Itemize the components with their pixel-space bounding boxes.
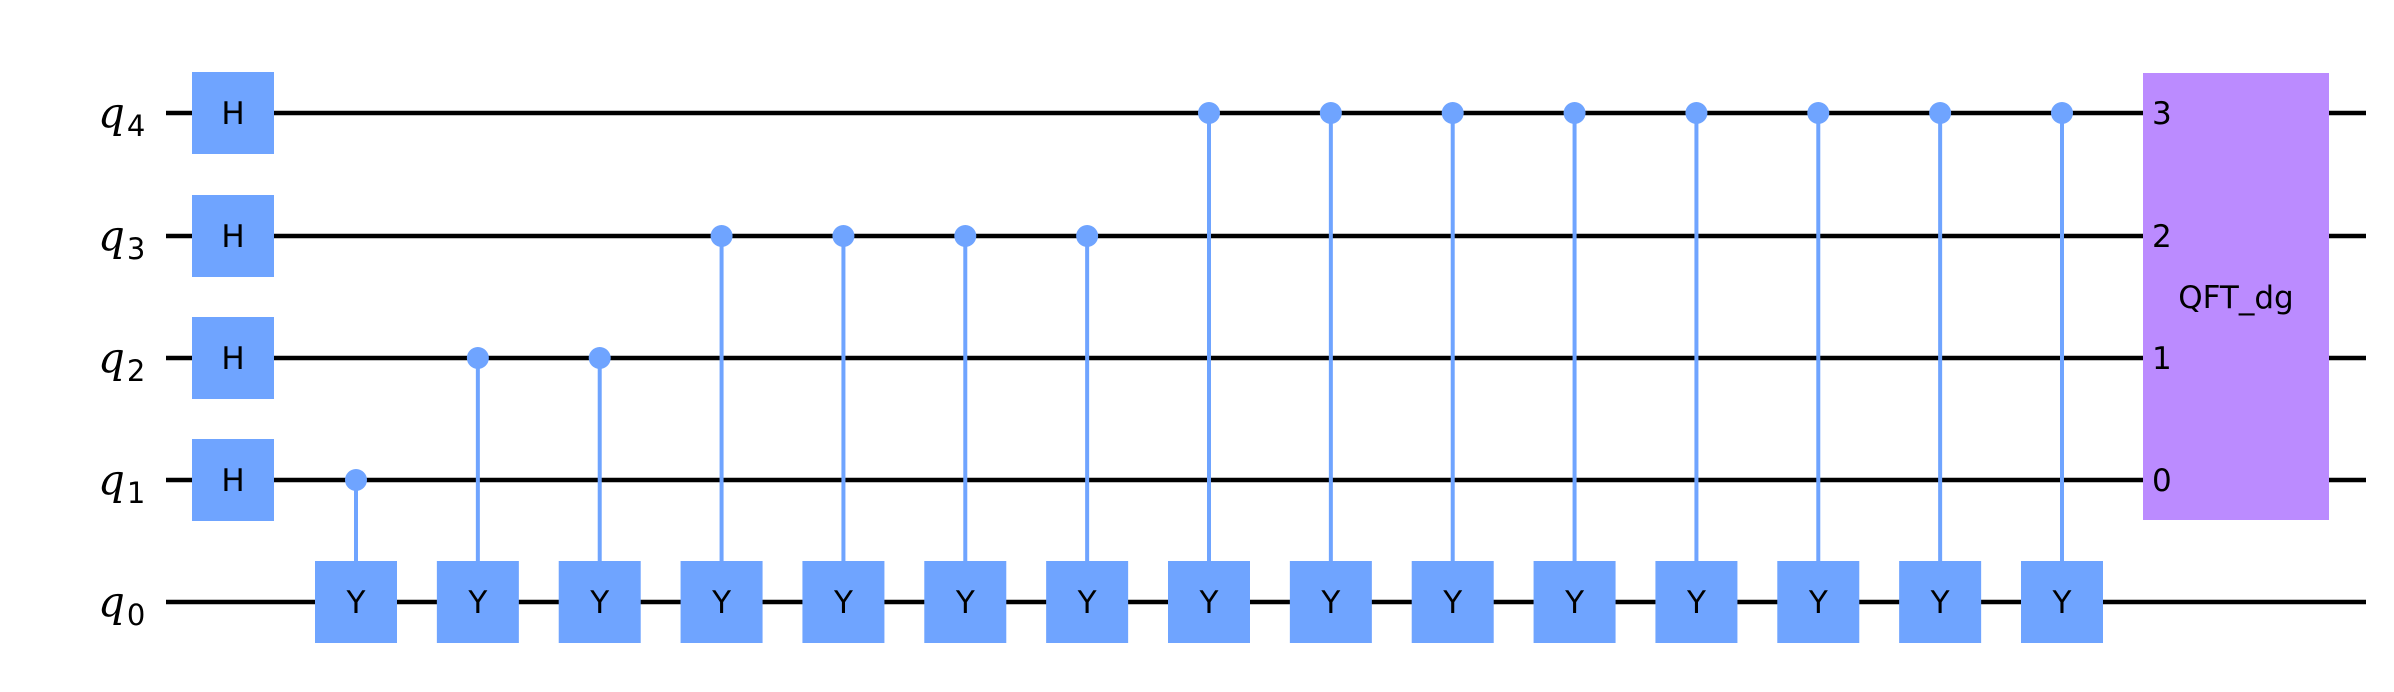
h-gate-box [192,72,274,154]
controlled-y-gate: Y [1046,225,1129,643]
y-gate-label: Y [833,585,853,621]
control-dot-q4 [2050,102,2073,124]
controlled-y-gate: Y [2020,102,2103,643]
control-dot-q4 [1319,102,1342,124]
y-gate-box [436,561,519,643]
qft-input-index-q1: 0 [2152,463,2172,499]
h-gate-q1: H [192,439,274,521]
y-gate-box [315,561,397,643]
y-gate-label: Y [1564,585,1584,621]
qubit-label-subscript: 3 [127,232,145,266]
control-dot-q3 [710,225,733,247]
qubit-label-letter: q [98,577,125,626]
h-gate-box [192,317,274,399]
qft-input-index-q2: 1 [2152,341,2172,377]
y-gate-label: Y [1930,585,1950,621]
y-gate-label: Y [955,585,975,621]
control-dot-q4 [1441,102,1464,124]
h-gate-q3: H [192,195,274,277]
y-gate-label: Y [1808,585,1828,621]
h-gate-box [192,195,274,277]
qubit-label-subscript: 4 [127,109,145,143]
controlled-y-gate: Y [1533,102,1616,643]
controlled-y-gate: Y [680,225,763,643]
y-gate-label: Y [1686,585,1706,621]
control-dot-q4 [1197,102,1220,124]
controlled-y-gate: Y [315,469,397,643]
qubit-label-subscript: 1 [127,476,145,510]
y-gate-label: Y [1442,585,1462,621]
y-gate-box [802,561,885,643]
y-gate-label: Y [1199,585,1219,621]
y-gate-box [1899,561,1982,643]
controlled-y-gate: Y [924,225,1007,643]
h-gate-q2: H [192,317,274,399]
y-gate-label: Y [711,585,731,621]
y-gate-label: Y [1077,585,1097,621]
h-gate-label: H [221,219,244,255]
controlled-y-gate: Y [1167,102,1250,643]
qubit-label-q3: q3 [98,211,145,266]
qft-dagger-gate: QFT_dg 3 2 1 0 [2143,73,2329,520]
controlled-y-gate: Y [1777,102,1860,643]
h-gate-label: H [221,463,244,499]
qft-input-index-q4: 3 [2152,96,2172,132]
qubit-label-letter: q [98,88,125,137]
control-dot-q1 [345,469,367,491]
controlled-y-gate: Y [436,347,519,643]
y-gate-box [1777,561,1860,643]
control-dot-q3 [1076,225,1099,247]
control-dot-q4 [1807,102,1830,124]
y-gate-box [558,561,641,643]
y-gate-label: Y [1320,585,1340,621]
y-gate-box [680,561,763,643]
y-gate-label: Y [589,585,609,621]
h-gate-label: H [221,96,244,132]
y-gate-label: Y [2052,585,2072,621]
qft-gate-box [2143,73,2329,520]
y-gate-box [1655,561,1738,643]
qubit-wires [166,110,2366,605]
h-gate-box [192,439,274,521]
control-dot-q4 [1685,102,1708,124]
y-gate-box [1167,561,1250,643]
qubit-label-subscript: 2 [127,354,145,388]
qubit-label-q2: q2 [98,333,145,388]
controlled-y-gate: Y [1411,102,1494,643]
h-gate-label: H [221,341,244,377]
y-gate-box [1289,561,1372,643]
qubit-label-subscript: 0 [127,598,145,632]
y-gate-label: Y [467,585,487,621]
qubit-label-q4: q4 [98,88,145,143]
controlled-y-gate: Y [1899,102,1982,643]
hadamard-gates: H H H H [192,72,274,521]
y-gate-box [2020,561,2103,643]
control-dot-q3 [954,225,977,247]
h-gate-q4: H [192,72,274,154]
control-dot-q4 [1563,102,1586,124]
control-dot-q4 [1929,102,1952,124]
qubit-label-letter: q [98,455,125,504]
controlled-y-gate: Y [802,225,885,643]
qft-gate-label: QFT_dg [2178,280,2293,316]
qubit-label-q1: q1 [98,455,145,510]
y-gate-label: Y [346,585,366,621]
control-dot-q3 [832,225,855,247]
y-gate-box [1046,561,1129,643]
qubit-label-letter: q [98,333,125,382]
y-gate-box [1533,561,1616,643]
qubit-label-q0: q0 [98,577,145,632]
controlled-y-gate: Y [1655,102,1738,643]
control-dot-q2 [466,347,489,369]
qft-input-index-q3: 2 [2152,219,2172,255]
controlled-y-gate: Y [1289,102,1372,643]
y-gate-box [924,561,1007,643]
control-dot-q2 [588,347,611,369]
controlled-y-gate: Y [558,347,641,643]
qubit-label-letter: q [98,211,125,260]
y-gate-box [1411,561,1494,643]
